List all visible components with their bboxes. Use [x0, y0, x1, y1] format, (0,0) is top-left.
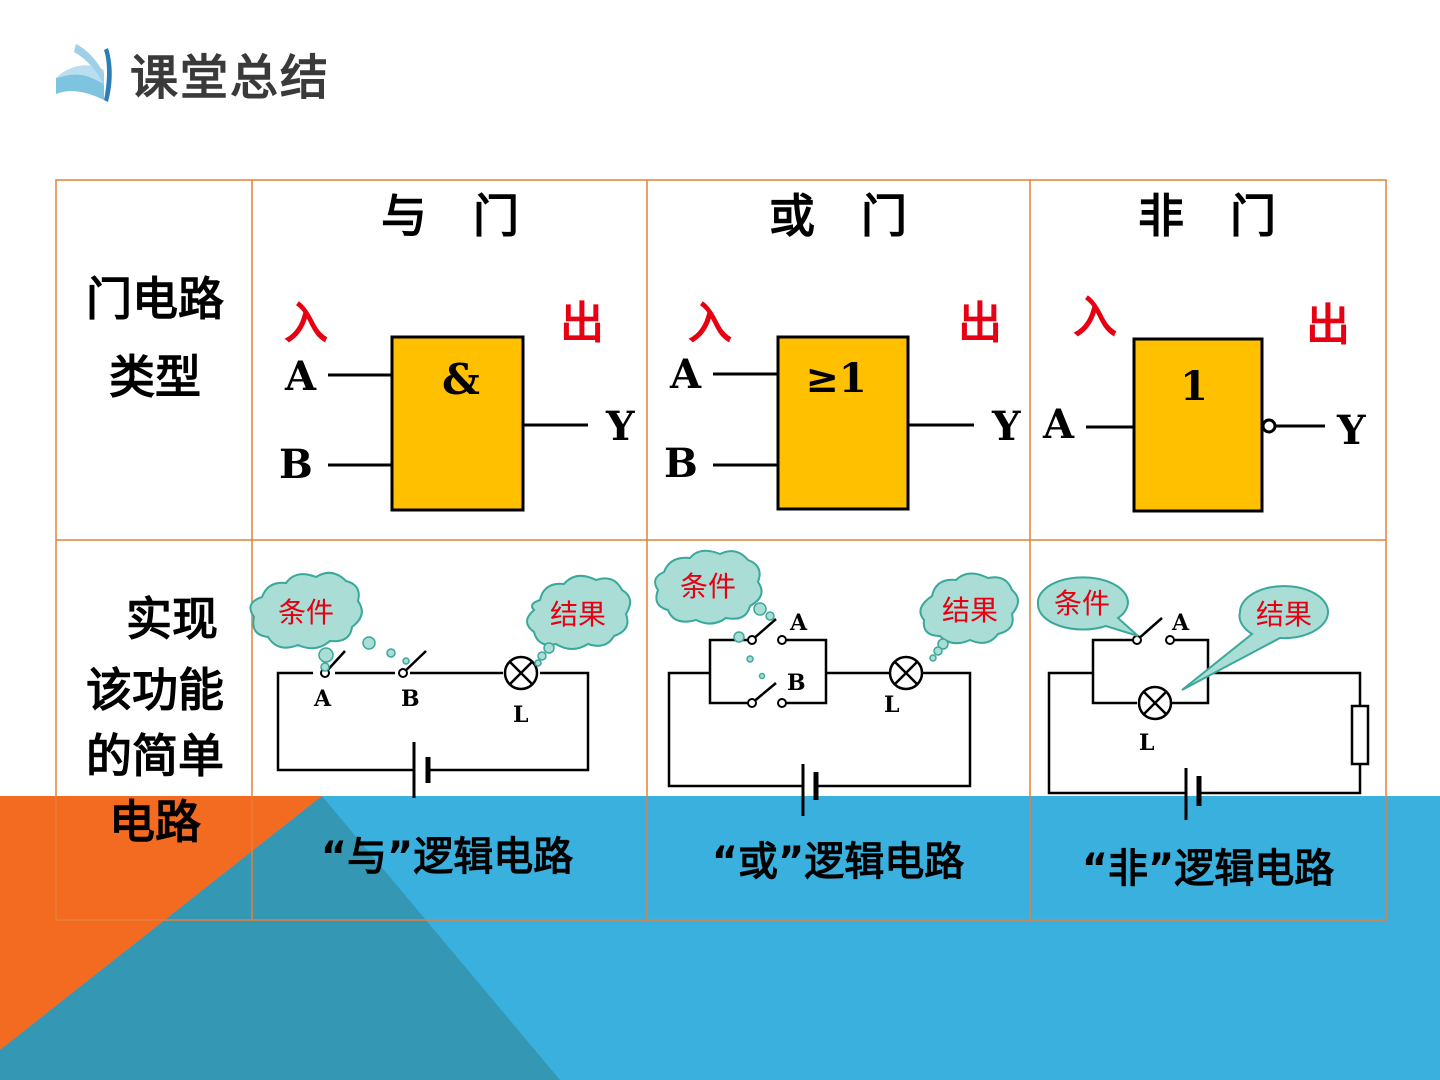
not-circuit-caption: “非”逻辑电路 — [1082, 846, 1336, 892]
and-output-y: Y — [605, 403, 635, 450]
and-input-b: B — [279, 441, 313, 488]
or-gate-diagram: 入 出 ≥1 A B Y — [664, 298, 1021, 511]
not-result-bubble: 结果 — [1181, 585, 1329, 691]
and-condition-bubble: 条件 — [249, 571, 410, 672]
row-header-circuit-line1: 实现 — [126, 592, 218, 646]
or-circuit-switch-a: A — [789, 610, 808, 636]
or-gate-box — [776, 335, 910, 511]
not-input-a: A — [1042, 401, 1075, 448]
not-gate-box — [1132, 337, 1264, 513]
not-condition-bubble: 条件 — [1036, 576, 1139, 637]
or-result-bubble: 结果 — [919, 572, 1019, 662]
not-gate-diagram: 入 出 1 A Y — [1042, 292, 1366, 513]
and-circuit-caption: “与”逻辑电路 — [321, 834, 575, 880]
and-circuit-lamp: L — [513, 702, 528, 728]
and-condition-text: 条件 — [278, 596, 334, 629]
column-header-or: 或 门 — [769, 189, 907, 243]
or-result-text: 结果 — [942, 594, 998, 627]
and-input-a: A — [284, 353, 317, 400]
column-header-and: 与 门 — [381, 189, 519, 243]
column-header-not: 非 门 — [1138, 189, 1276, 243]
and-in-label: 入 — [284, 298, 328, 349]
and-result-text: 结果 — [550, 598, 606, 631]
not-in-label: 入 — [1073, 292, 1117, 343]
row-header-circuit-line4: 电路 — [109, 795, 202, 849]
not-output-y: Y — [1336, 407, 1366, 454]
or-condition-text: 条件 — [680, 570, 736, 603]
and-gate-symbol: & — [442, 355, 480, 404]
not-out-label: 出 — [1306, 300, 1350, 351]
slide-title: 课堂总结 — [130, 50, 331, 106]
row-header-gate-type-line1: 门电路 — [86, 272, 225, 326]
or-circuit-caption: “或”逻辑电路 — [712, 839, 966, 885]
not-gate-symbol: 1 — [1180, 363, 1208, 410]
row-header-circuit-line2: 该功能 — [86, 663, 224, 717]
book-icon — [56, 44, 112, 102]
and-circuit-switch-b: B — [401, 686, 420, 712]
not-condition-text: 条件 — [1054, 587, 1110, 620]
or-condition-bubble: 条件 — [654, 549, 775, 680]
and-circuit-switch-a: A — [313, 686, 332, 712]
or-input-a: A — [669, 351, 702, 398]
slide-header: 课堂总结 — [52, 38, 330, 108]
and-circuit — [276, 650, 590, 798]
and-gate-diagram: 入 出 & A B Y — [279, 298, 635, 512]
and-out-label: 出 — [560, 298, 604, 349]
or-in-label: 入 — [688, 298, 732, 349]
not-circuit — [1047, 617, 1370, 820]
row-header-circuit-line3: 的简单 — [86, 729, 224, 783]
or-input-b: B — [664, 440, 698, 487]
table-grid — [55, 179, 1387, 921]
or-gate-symbol: ≥1 — [805, 355, 866, 402]
and-result-bubble: 结果 — [526, 574, 632, 667]
not-result-text: 结果 — [1256, 598, 1312, 631]
or-circuit-lamp: L — [884, 692, 899, 718]
or-circuit-switch-b: B — [787, 670, 806, 696]
dark-overlap — [0, 796, 560, 1080]
row-header-gate-type-line2: 类型 — [109, 350, 201, 404]
not-circuit-lamp: L — [1139, 730, 1154, 756]
not-circuit-switch-a: A — [1171, 610, 1190, 636]
or-circuit — [667, 618, 972, 816]
or-out-label: 出 — [958, 298, 1002, 349]
or-output-y: Y — [991, 403, 1021, 450]
